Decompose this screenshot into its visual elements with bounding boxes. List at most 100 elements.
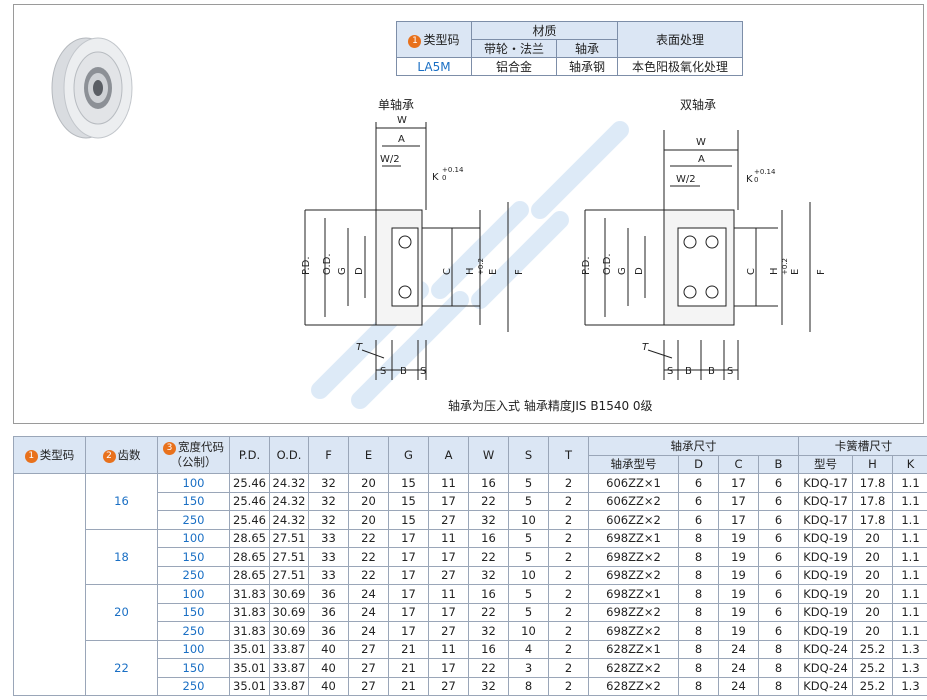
dim-e-2: E	[790, 269, 801, 275]
single-bearing-drawing: W A W/2 K +0.14 0 P.D. O.D. G D C H +0.2…	[301, 115, 525, 380]
table-cell: 22	[468, 491, 509, 511]
table-cell: 17	[718, 491, 759, 511]
table-cell: 33.87	[269, 658, 309, 678]
table-cell: KDQ-17	[798, 473, 853, 493]
table-cell: 33.87	[269, 676, 309, 696]
table-cell: 35.01	[229, 639, 270, 659]
dim-d: D	[354, 267, 365, 275]
dim-e: E	[488, 269, 499, 275]
double-bearing-title: 双轴承	[680, 98, 717, 112]
table-cell: 20	[852, 602, 893, 622]
table-cell: 30.69	[269, 584, 309, 604]
table-cell: 20	[852, 584, 893, 604]
table-cell: 17	[718, 510, 759, 530]
table-cell: 5	[508, 491, 549, 511]
table-cell: 6	[758, 510, 799, 530]
table-cell: 6	[758, 584, 799, 604]
table-cell: 17	[428, 491, 469, 511]
table-cell: 35.01	[229, 658, 270, 678]
table-cell: 31.83	[229, 602, 270, 622]
table-cell: 27	[428, 565, 469, 585]
table-cell: 25.2	[852, 658, 893, 678]
table-cell: 24.32	[269, 491, 309, 511]
table-cell: 15	[388, 491, 429, 511]
table-cell: 27.51	[269, 547, 309, 567]
table-cell: 6	[758, 621, 799, 641]
table-cell: 1.1	[892, 565, 927, 585]
table-cell: 21	[388, 639, 429, 659]
table-cell: 11	[428, 473, 469, 493]
table-cell: 8	[758, 676, 799, 696]
dim-k: K	[432, 172, 439, 183]
double-bearing-drawing: W A W/2 K +0.14 0 P.D. O.D. G D C H +0.2…	[581, 130, 827, 380]
table-cell: 27	[428, 510, 469, 530]
col-bearing-group: 轴承尺寸	[588, 436, 799, 456]
table-cell: KDQ-24	[798, 658, 853, 678]
table-cell: 24	[718, 676, 759, 696]
table-cell: 1.3	[892, 676, 927, 696]
dim-a: A	[398, 134, 405, 145]
dim-w-2: W	[696, 137, 706, 148]
table-cell: 25.46	[229, 510, 270, 530]
table-cell: 8	[758, 658, 799, 678]
table-cell: 27	[348, 676, 389, 696]
dim-k-2: K	[746, 174, 753, 185]
dim-k-tol-up-2: +0.14	[754, 168, 776, 176]
table-cell: 33.87	[269, 639, 309, 659]
table-cell: 17	[718, 473, 759, 493]
table-cell: KDQ-19	[798, 602, 853, 622]
table-cell: 20	[348, 491, 389, 511]
table-cell: 19	[718, 565, 759, 585]
dim-b-right-2: B	[708, 366, 715, 377]
type-cell	[13, 473, 86, 696]
table-cell: 32	[468, 676, 509, 696]
dim-c: C	[442, 268, 453, 275]
table-cell: 27	[428, 621, 469, 641]
table-cell: KDQ-19	[798, 547, 853, 567]
table-cell: 17.8	[852, 491, 893, 511]
table-cell: KDQ-17	[798, 510, 853, 530]
table-cell: 698ZZ×2	[588, 621, 679, 641]
table-cell: 698ZZ×1	[588, 584, 679, 604]
table-cell: KDQ-19	[798, 621, 853, 641]
table-cell: 250	[157, 621, 230, 641]
table-cell: 28.65	[229, 528, 270, 548]
table-cell: 250	[157, 565, 230, 585]
table-cell: 698ZZ×2	[588, 602, 679, 622]
surface-value: 本色阳极氧化处理	[617, 57, 743, 76]
table-cell: 6	[678, 491, 719, 511]
table-cell: 24.32	[269, 510, 309, 530]
dim-d-2: D	[634, 267, 645, 275]
table-cell: 16	[468, 639, 509, 659]
table-cell: 15	[388, 473, 429, 493]
dim-h-tol-up: +0.2	[477, 258, 485, 275]
table-cell: 40	[308, 639, 349, 659]
table-cell: 20	[852, 621, 893, 641]
table-cell: 628ZZ×2	[588, 658, 679, 678]
pulley-material: 铝合金	[471, 57, 557, 76]
table-cell: 19	[718, 621, 759, 641]
table-cell: 20	[852, 547, 893, 567]
table-cell: 31.83	[229, 584, 270, 604]
col-c: C	[718, 454, 759, 474]
table-cell: 1.1	[892, 621, 927, 641]
type-value: LA5M	[396, 57, 472, 76]
table-cell: 17	[388, 602, 429, 622]
table-cell: 8	[678, 528, 719, 548]
table-cell: 6	[758, 565, 799, 585]
table-cell: 606ZZ×2	[588, 510, 679, 530]
table-cell: 10	[508, 621, 549, 641]
table-cell: 27.51	[269, 528, 309, 548]
table-cell: 150	[157, 547, 230, 567]
table-cell: 32	[468, 510, 509, 530]
table-cell: 8	[678, 584, 719, 604]
col-bearing-model: 轴承型号	[588, 454, 679, 474]
table-cell: 11	[428, 528, 469, 548]
teeth-cell: 16	[85, 473, 158, 530]
table-cell: 1.1	[892, 584, 927, 604]
